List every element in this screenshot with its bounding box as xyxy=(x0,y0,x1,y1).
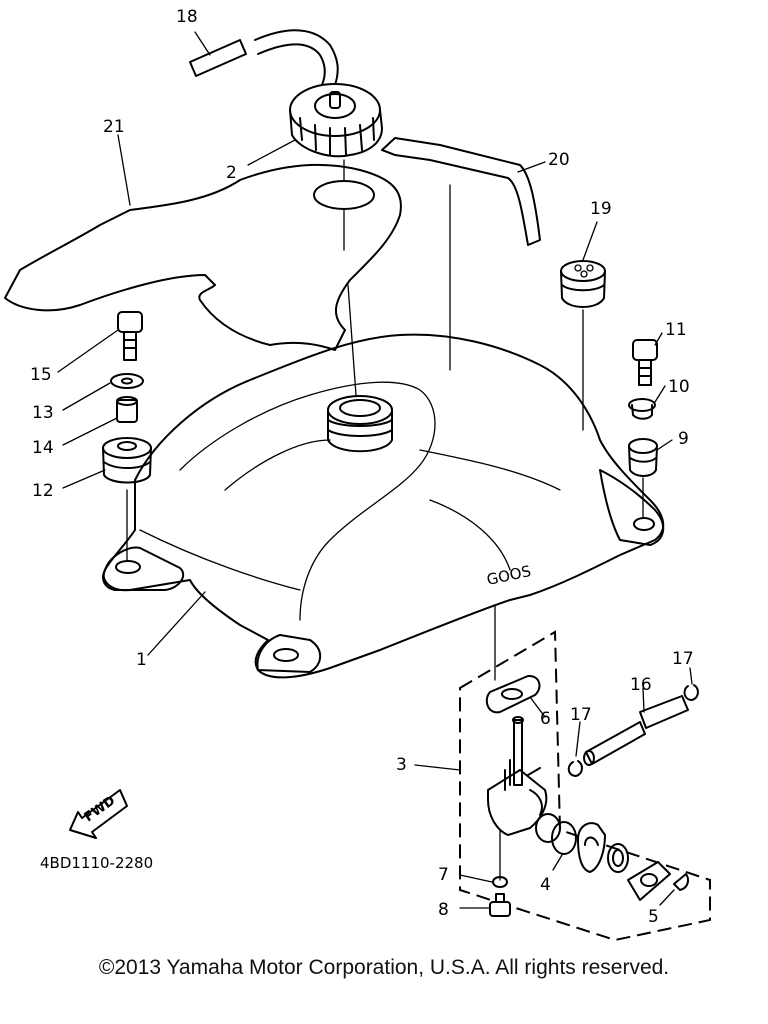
callout-numbers: 18 2 21 20 19 15 11 13 10 14 9 12 1 17 1… xyxy=(30,7,694,927)
callout-2: 2 xyxy=(226,163,237,183)
callout-11: 11 xyxy=(665,320,687,340)
callout-20: 20 xyxy=(548,150,570,170)
part-2-fuel-cap xyxy=(289,83,383,158)
part-14-collar xyxy=(116,396,138,423)
part-9-grommet xyxy=(628,438,658,477)
part-19-damper xyxy=(560,260,606,308)
part-10-collar xyxy=(628,398,656,420)
fuel-cock-body xyxy=(487,716,548,836)
part-18-hose xyxy=(189,29,339,86)
part-4-o-ring xyxy=(535,813,577,855)
assembly-line-cap xyxy=(343,159,357,396)
lever-and-seal xyxy=(577,822,629,873)
part-17-clip-a xyxy=(567,760,583,777)
callout-8: 8 xyxy=(438,900,449,920)
callout-17b: 17 xyxy=(570,705,592,725)
callout-12: 12 xyxy=(32,481,54,501)
part-7-washer xyxy=(492,876,508,888)
part-5-plate xyxy=(627,861,689,901)
copyright-footer: ©2013 Yamaha Motor Corporation, U.S.A. A… xyxy=(98,956,670,979)
callout-17a: 17 xyxy=(672,649,694,669)
part-6-gasket xyxy=(485,674,541,714)
callout-15: 15 xyxy=(30,365,52,385)
callout-7: 7 xyxy=(438,865,449,885)
part-20-damper xyxy=(381,137,541,246)
part-16-hose xyxy=(583,695,689,766)
callout-6: 6 xyxy=(540,709,551,729)
callout-13: 13 xyxy=(32,403,54,423)
fwd-arrow-icon: FWD xyxy=(69,789,128,839)
part-21-pad xyxy=(4,163,402,351)
callout-leaders xyxy=(57,31,693,909)
pad-opening xyxy=(313,180,375,210)
callout-1: 1 xyxy=(136,650,147,670)
part-3-assembly-boundary xyxy=(459,630,711,942)
part-12-grommet xyxy=(102,437,152,484)
callout-10: 10 xyxy=(668,377,690,397)
part-11-bolt xyxy=(632,339,658,386)
part-17-clip-b xyxy=(683,684,699,701)
callout-14: 14 xyxy=(32,438,54,458)
callout-19: 19 xyxy=(590,199,612,219)
callout-3: 3 xyxy=(396,755,407,775)
tank-marking: GOOS xyxy=(485,562,533,589)
callout-5: 5 xyxy=(648,907,659,927)
callout-21: 21 xyxy=(103,117,125,137)
callout-9: 9 xyxy=(678,429,689,449)
part-8-drain-bolt xyxy=(489,893,511,917)
callout-4: 4 xyxy=(540,875,551,895)
part-13-washer xyxy=(110,373,144,389)
callout-18: 18 xyxy=(176,7,198,27)
diagram-reference-code: 4BD1110-2280 xyxy=(40,854,153,872)
part-15-bolt xyxy=(117,311,143,361)
callout-16: 16 xyxy=(630,675,652,695)
part-1-fuel-tank: GOOS xyxy=(102,333,665,679)
